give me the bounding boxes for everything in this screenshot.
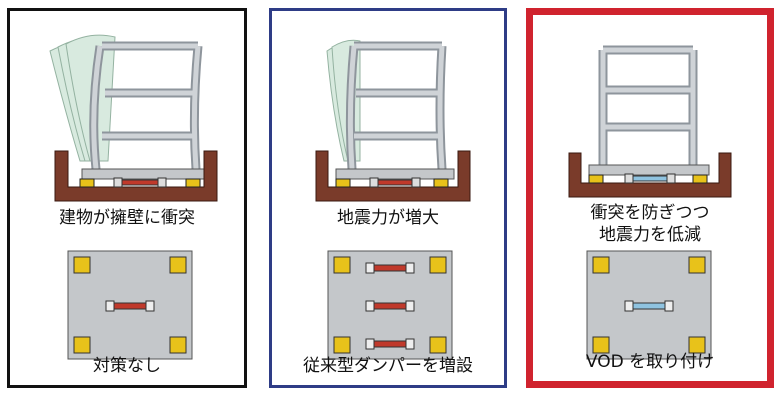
vod-stable-building-illustration bbox=[568, 45, 732, 198]
lower-caption: 従来型ダンパーを増設 bbox=[303, 356, 473, 376]
upper-caption-line-2: 地震力を低減 bbox=[599, 225, 701, 245]
plan-view-vod bbox=[586, 250, 712, 360]
plan-view-conventional-damper bbox=[327, 250, 453, 360]
upper-caption-line-1: 衝突を防ぎつつ bbox=[590, 203, 710, 223]
panel-vod: 衝突を防ぎつつ 地震力を低減 VOD を取り付け bbox=[526, 8, 774, 388]
plan-view-no-countermeasure bbox=[67, 250, 193, 360]
seismic-force-increase-illustration bbox=[315, 39, 471, 202]
lower-caption: 対策なし bbox=[93, 356, 161, 376]
upper-caption: 衝突を防ぎつつ 地震力を低減 bbox=[533, 202, 767, 246]
building-collides-illustration bbox=[49, 34, 218, 202]
lower-caption: VOD を取り付け bbox=[585, 352, 715, 372]
panel-no-countermeasure: 建物が擁壁に衝突 対策なし bbox=[7, 8, 247, 388]
panel-conventional-damper: 地震力が増大 従来型ダンパーを増設 bbox=[269, 8, 507, 388]
upper-caption: 地震力が増大 bbox=[337, 208, 439, 228]
upper-caption: 建物が擁壁に衝突 bbox=[59, 208, 195, 228]
